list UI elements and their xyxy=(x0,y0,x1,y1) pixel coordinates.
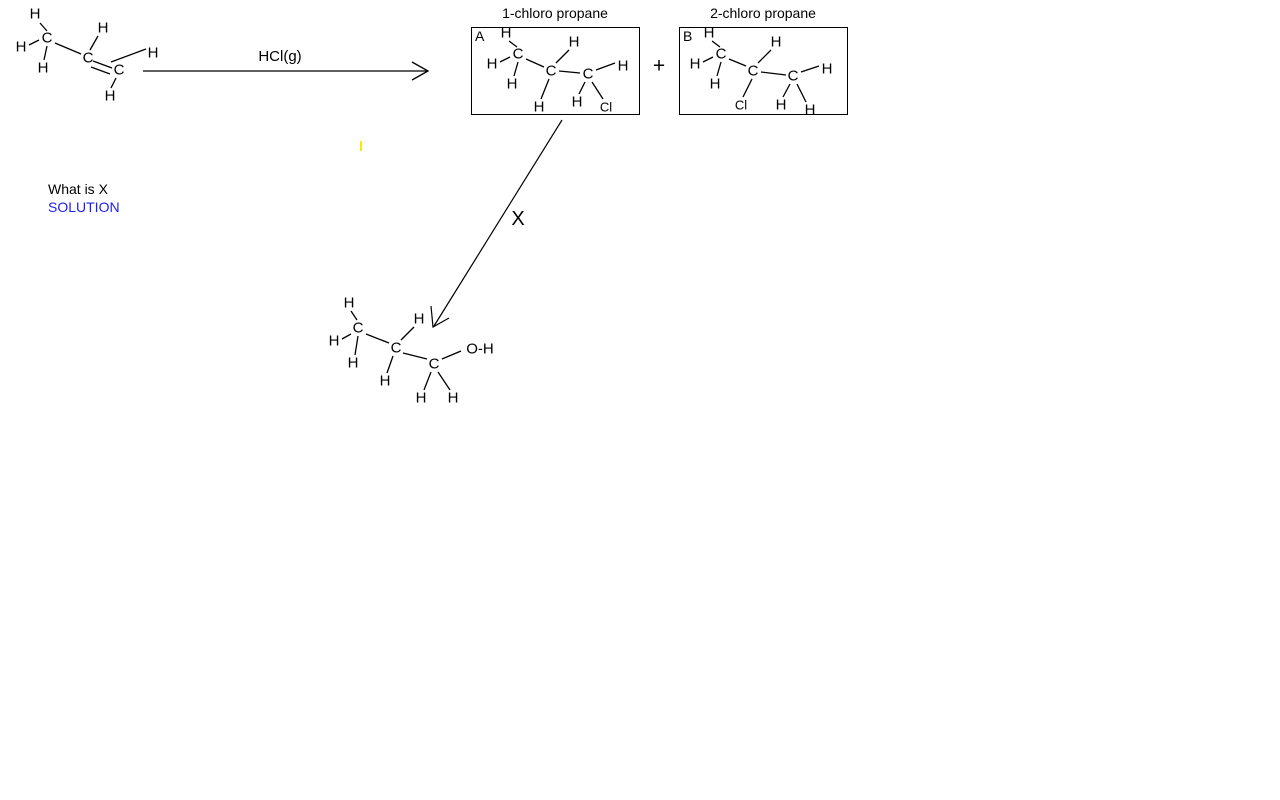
product-a-caption: 1-chloro propane xyxy=(502,5,608,21)
atom-label: H xyxy=(486,55,498,73)
atom-label: C xyxy=(787,67,799,85)
atom-label: C xyxy=(715,45,727,63)
atom-label: H xyxy=(447,389,459,407)
atom-label: H xyxy=(15,38,27,56)
atom-label: H xyxy=(709,75,721,93)
atom-label: H xyxy=(703,24,715,42)
atom-label: H xyxy=(506,75,518,93)
product-b-bonds xyxy=(702,40,820,103)
product-x-bonds xyxy=(341,310,462,391)
atom-label: C xyxy=(512,45,524,63)
atom-label: C xyxy=(582,65,594,83)
product-b-box-label: B xyxy=(683,28,693,44)
atom-label: H xyxy=(689,55,701,73)
solution-link[interactable]: SOLUTION xyxy=(48,199,120,215)
atom-label: H xyxy=(413,310,425,328)
atom-label: H xyxy=(770,33,782,51)
atom-label: H xyxy=(500,24,512,42)
atom-label: C xyxy=(41,29,53,47)
atom-label: H xyxy=(415,389,427,407)
atom-label: H xyxy=(617,57,629,75)
x-label: X xyxy=(511,208,525,230)
atom-label: H xyxy=(568,33,580,51)
propene-double-bond xyxy=(90,60,113,75)
atom-label: H xyxy=(97,19,109,37)
atom-label: H xyxy=(343,294,355,312)
atom-label: H xyxy=(147,44,159,62)
hydroxyl-group-label: O-H xyxy=(466,340,494,358)
plus-sign: + xyxy=(652,54,666,78)
atom-label: C xyxy=(428,355,440,373)
x-arrow xyxy=(430,119,563,328)
atom-label: C xyxy=(113,61,125,79)
product-a-bonds xyxy=(499,40,616,100)
atom-label: H xyxy=(804,101,816,119)
atom-label: Cl xyxy=(599,99,613,115)
atom-label: H xyxy=(379,372,391,390)
product-a-box xyxy=(471,27,640,115)
atom-label: H xyxy=(29,5,41,23)
reaction-arrow xyxy=(143,61,430,81)
atom-label: H xyxy=(821,60,833,78)
atom-label: H xyxy=(571,93,583,111)
reagent-label: HCl(g) xyxy=(258,48,302,65)
atom-label: C xyxy=(390,339,402,357)
atom-label: C xyxy=(82,49,94,67)
product-a-box-label: A xyxy=(475,28,485,44)
atom-label: H xyxy=(347,354,359,372)
product-b-caption: 2-chloro propane xyxy=(710,5,816,21)
atom-label: H xyxy=(328,332,340,350)
atom-label: H xyxy=(104,87,116,105)
product-b-box xyxy=(679,27,848,115)
atom-label: C xyxy=(352,319,364,337)
atom-label: H xyxy=(533,98,545,116)
atom-label: C xyxy=(747,62,759,80)
question-prompt: What is X xyxy=(48,181,108,197)
propene-bonds xyxy=(28,22,147,89)
atom-label: H xyxy=(775,96,787,114)
atom-label: H xyxy=(37,59,49,77)
atom-label: Cl xyxy=(734,97,748,113)
atom-label: C xyxy=(545,62,557,80)
yellow-tick-mark xyxy=(360,141,362,151)
